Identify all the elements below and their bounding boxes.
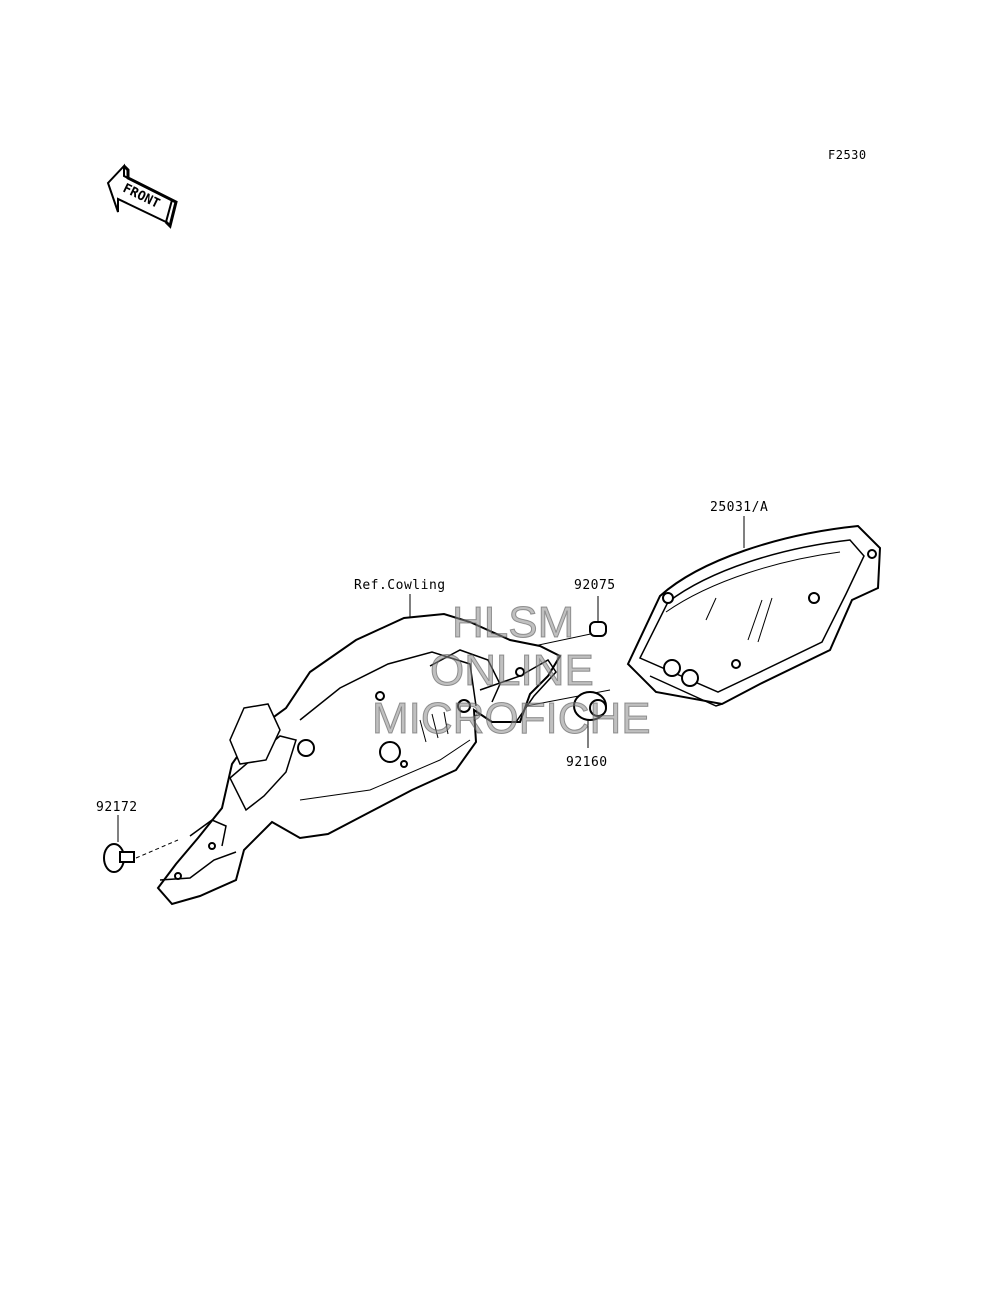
label-92160: 92160 [566, 755, 608, 770]
watermark-line-3: MICROFICHE [372, 694, 652, 744]
bolt-92172 [103, 843, 135, 873]
cowling-bracket [156, 612, 562, 906]
damper-rubber-92160 [573, 691, 607, 721]
label-ref-cowling: Ref.Cowling [354, 578, 446, 593]
label-92075: 92075 [574, 578, 616, 593]
meter-assembly [626, 524, 882, 707]
front-arrow-icon: FRONT [106, 163, 178, 229]
label-25031-a: 25031/A [710, 500, 769, 515]
label-92172: 92172 [96, 800, 138, 815]
grommet-92075 [589, 621, 607, 637]
figure-code: F2530 [828, 148, 867, 162]
watermark-line-1: HLSM [451, 598, 575, 648]
watermark-line-2: ONLINE [430, 646, 595, 696]
